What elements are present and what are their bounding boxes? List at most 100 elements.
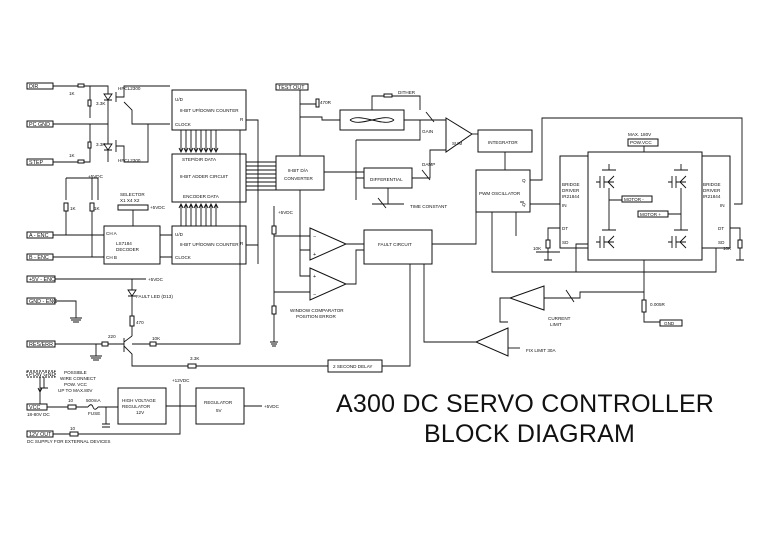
- sum-amplifier: [445, 117, 473, 153]
- fault-section: +5VDC − + + − WINDOW COMPARATOR POSITION…: [271, 190, 477, 367]
- label-a-enc: A - ENC: [29, 233, 49, 239]
- ls7184-decoder: [103, 225, 161, 265]
- label-5v-enc: +5V - ENC: [29, 277, 55, 283]
- svg-text:MAX. 180V: MAX. 180V: [628, 132, 652, 137]
- svg-text:CURRENT: CURRENT: [548, 316, 571, 321]
- svg-text:POSSIBLE: POSSIBLE: [64, 370, 87, 375]
- current-limit-amplifier: [508, 285, 545, 311]
- svg-text:IR21844: IR21844: [562, 194, 580, 199]
- motor-minus-terminal: [621, 195, 653, 203]
- svg-text:CH B: CH B: [106, 255, 117, 260]
- svg-text:DIFFERENTIAL: DIFFERENTIAL: [370, 177, 403, 182]
- svg-text:SELECTOR: SELECTOR: [120, 192, 145, 197]
- svg-text:1K: 1K: [70, 206, 77, 211]
- resistor-1k-a: [77, 83, 85, 88]
- svg-text:LIMIT: LIMIT: [550, 322, 562, 327]
- pwm-oscillator: [475, 169, 531, 213]
- svg-text:CH A: CH A: [106, 231, 118, 236]
- input-terminals: DIR PC GND STEP A - ENC B - ENC +5V - EN…: [26, 82, 309, 444]
- resistor-10k-b: [545, 239, 551, 249]
- label-power-gnd: POW GND: [29, 372, 55, 378]
- shunt-resistor: [641, 299, 647, 313]
- svg-text:+5VDC: +5VDC: [264, 404, 280, 409]
- svg-text:FIX LIMIT 30A: FIX LIMIT 30A: [526, 348, 556, 353]
- resistor-10-a: [67, 404, 77, 410]
- svg-text:8-BIT D/A: 8-BIT D/A: [288, 168, 309, 173]
- resistor-3k3-b: [87, 141, 92, 149]
- up-down-counter-bottom: [171, 225, 247, 265]
- title-line-1: A300 DC SERVO CONTROLLER: [336, 390, 714, 418]
- svg-text:1K: 1K: [69, 91, 76, 96]
- resistor-470r: [315, 98, 320, 108]
- encoder-decoder-section: +5VDC 1K 1K CH A CH B LS7184 DECODER SEL…: [53, 174, 172, 265]
- bridge-driver-right: [701, 155, 731, 249]
- terminal-power-gnd: [26, 370, 56, 378]
- svg-text:U/D: U/D: [175, 97, 184, 102]
- svg-text:3.3K: 3.3K: [190, 356, 200, 361]
- resistor-10k: [149, 341, 157, 347]
- svg-text:REGULATOR: REGULATOR: [204, 400, 233, 405]
- label-gnd-enc: GND - ENC: [29, 299, 57, 305]
- resistor-1k-c: [63, 202, 69, 212]
- svg-text:U/D: U/D: [175, 232, 184, 237]
- svg-text:X1 X4 X2: X1 X4 X2: [120, 198, 140, 203]
- svg-text:BRIDGE: BRIDGE: [703, 182, 721, 187]
- window-divider-bottom: [271, 305, 277, 315]
- svg-text:SD: SD: [562, 240, 569, 245]
- svg-text:10: 10: [68, 398, 74, 403]
- svg-text:8-BIT UP/DOWN COUNTER: 8-BIT UP/DOWN COUNTER: [180, 108, 239, 113]
- h-bridge-section: BRIDGE DRIVER IR21844 IN DT SD BRIDGE DR…: [533, 132, 744, 327]
- gnd-terminal: [659, 319, 683, 327]
- svg-text:MOTOR -: MOTOR -: [624, 197, 644, 202]
- svg-text:STEP/DIR DATA: STEP/DIR DATA: [182, 157, 217, 162]
- label-vcc: VCC: [29, 405, 40, 411]
- svg-text:GND: GND: [664, 321, 675, 326]
- resistor-220: [101, 341, 109, 347]
- optocoupler-section: 1K 3.3K HPCL2300 1K 3.3K HPCL2300: [53, 83, 170, 164]
- svg-text:HPCL2300: HPCL2300: [118, 86, 141, 91]
- svg-text:UP TO MAX.80V: UP TO MAX.80V: [58, 388, 93, 393]
- svg-text:DECODER: DECODER: [116, 247, 140, 252]
- svg-text:BRIDGE: BRIDGE: [562, 182, 580, 187]
- terminal-test-out: [275, 83, 309, 91]
- svg-text:DT: DT: [718, 226, 724, 231]
- window-comparator-top: [309, 227, 348, 261]
- mosfet-bridge: [587, 151, 703, 261]
- svg-text:MOTOR +: MOTOR +: [640, 212, 661, 217]
- svg-text:5V: 5V: [216, 408, 223, 413]
- resistor-3k3-a: [87, 99, 92, 107]
- svg-text:CLOCK: CLOCK: [175, 255, 192, 260]
- svg-text:+5VDC: +5VDC: [150, 205, 166, 210]
- two-second-delay: [327, 359, 383, 373]
- svg-text:Q: Q: [522, 202, 526, 207]
- label-12v-note: DC SUPPLY FOR EXTERNAL DEVICES: [27, 439, 110, 444]
- svg-text:470R: 470R: [320, 100, 332, 105]
- svg-text:REGULATOR: REGULATOR: [122, 404, 151, 409]
- current-limit-section: CURRENT LIMIT FIX LIMIT 30A: [423, 264, 644, 357]
- label-pc-gnd: PC GND: [29, 122, 50, 128]
- svg-text:IR21844: IR21844: [703, 194, 721, 199]
- svg-text:1K: 1K: [69, 153, 76, 158]
- svg-text:ENCODER DATA: ENCODER DATA: [183, 194, 220, 199]
- svg-text:FUSE: FUSE: [88, 411, 100, 416]
- pow-vcc-terminal: [627, 138, 659, 147]
- counter-adder-stack: U/D 8-BIT UP/DOWN COUNTER CLOCK R STEP/D…: [171, 89, 276, 265]
- label-reset-err: RES/ERR: [29, 342, 53, 348]
- svg-text:DRIVER: DRIVER: [703, 188, 721, 193]
- svg-text:POSITION ERROR: POSITION ERROR: [296, 314, 336, 319]
- svg-text:LS7184: LS7184: [116, 241, 132, 246]
- resistor-1k-b: [77, 159, 85, 164]
- svg-text:Q: Q: [522, 178, 526, 183]
- svg-text:POW. VCC: POW. VCC: [64, 382, 88, 387]
- svg-text:10: 10: [70, 426, 76, 431]
- window-divider-top: [271, 225, 277, 235]
- svg-text:1K: 1K: [94, 206, 101, 211]
- label-b-enc: B - ENC: [29, 255, 49, 261]
- svg-text:500mA: 500mA: [86, 398, 101, 403]
- window-comparator-bottom: [309, 267, 348, 301]
- svg-text:12V: 12V: [136, 410, 145, 415]
- svg-text:TIME CONSTANT: TIME CONSTANT: [410, 204, 447, 209]
- adder-circuit: [171, 153, 247, 203]
- fault-circuit: [363, 229, 433, 265]
